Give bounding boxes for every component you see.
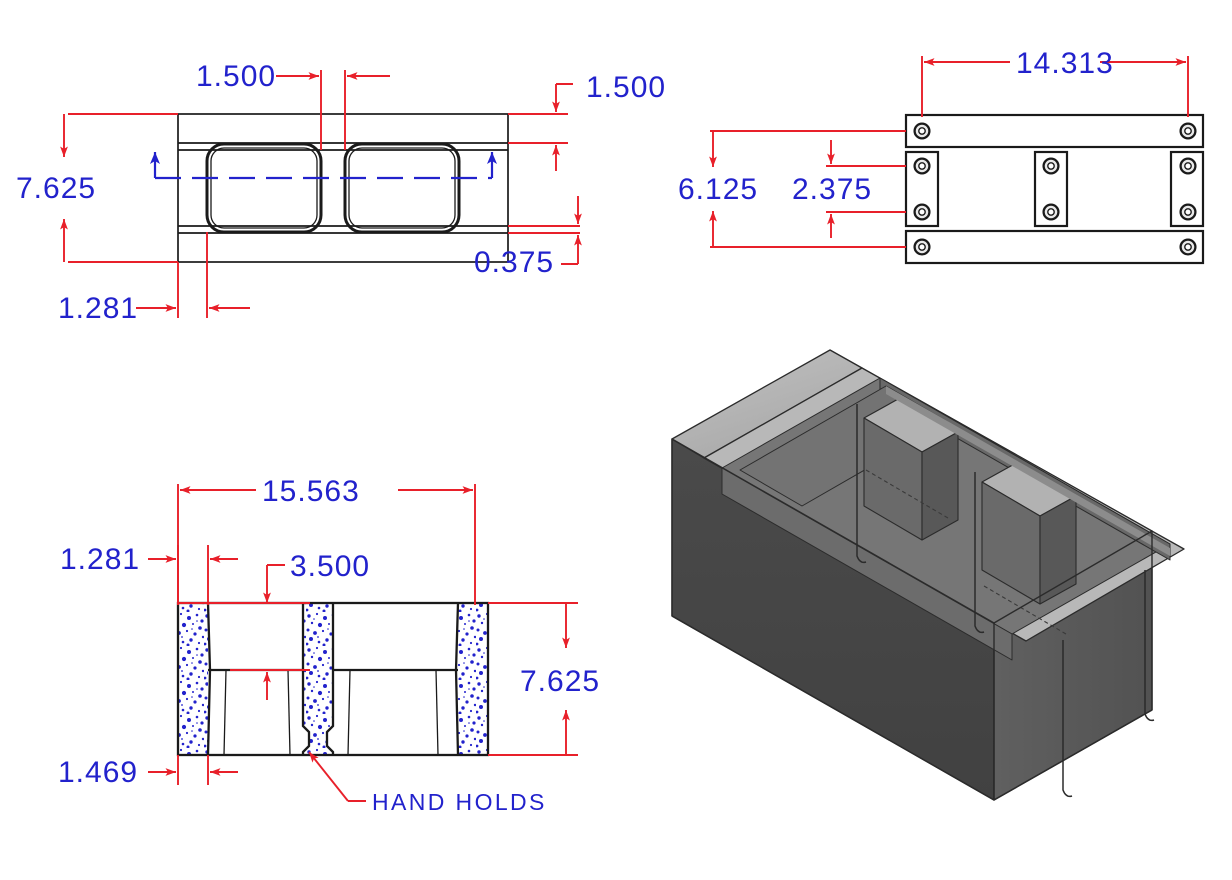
iso-web-face-right bbox=[921, 431, 959, 541]
dim-section-overall-height bbox=[488, 602, 578, 756]
isometric-view bbox=[671, 349, 1185, 801]
section-hatch-left-wall bbox=[178, 603, 208, 755]
hole bbox=[1042, 203, 1060, 221]
dim-plan-end-wall bbox=[508, 83, 573, 171]
hand-holds-leader bbox=[308, 751, 366, 802]
dim-section-web-depth bbox=[178, 564, 310, 700]
dim-value-plan-end-thickness: 1.281 bbox=[58, 292, 138, 325]
dim-value-section-web-depth: 3.500 bbox=[290, 550, 370, 583]
hole bbox=[913, 203, 931, 221]
dim-plan-overall-height bbox=[60, 113, 178, 263]
plate-bar-vertical-right bbox=[1169, 150, 1205, 228]
plan-view: 1.500 1.500 7.625 0.375 bbox=[16, 60, 666, 325]
dim-bottom-inner-depth bbox=[826, 140, 906, 238]
plate-bar-vertical-middle bbox=[1033, 150, 1069, 228]
bottom-plate-view: 14.313 6.125 2.375 bbox=[678, 47, 1205, 265]
hand-holds-label: HAND HOLDS bbox=[372, 789, 547, 815]
dim-value-section-overall-height: 7.625 bbox=[520, 665, 600, 698]
dim-value-plan-overall-height: 7.625 bbox=[16, 172, 96, 205]
iso-rear-shelf bbox=[886, 386, 1170, 556]
dim-section-web-thickness bbox=[148, 755, 238, 785]
hole bbox=[1179, 157, 1197, 175]
section-hatch-right-wall bbox=[458, 603, 488, 755]
hole bbox=[1042, 157, 1060, 175]
dim-value-plan-web-width: 1.500 bbox=[196, 60, 276, 93]
plate-bar-vertical-left bbox=[904, 150, 940, 228]
dim-value-bottom-overall-length: 14.313 bbox=[1016, 47, 1114, 80]
iso-edge-highlights bbox=[671, 438, 1153, 801]
section-view: 15.563 1.281 3.500 7.625 bbox=[58, 475, 600, 815]
hole bbox=[913, 157, 931, 175]
hole bbox=[1179, 203, 1197, 221]
dim-value-section-web-thickness: 1.469 bbox=[58, 756, 138, 789]
hole bbox=[913, 122, 931, 140]
dim-section-end-wall bbox=[148, 545, 238, 605]
plate-bar-bottom bbox=[904, 229, 1205, 265]
section-hatch-center-web bbox=[303, 603, 333, 755]
plan-cell-right bbox=[343, 142, 461, 234]
dim-bottom-overall-length bbox=[921, 56, 1189, 117]
section-interior-lines bbox=[223, 669, 439, 756]
hole bbox=[1179, 122, 1197, 140]
plan-cell-left bbox=[205, 142, 323, 234]
dim-value-bottom-overall-depth: 6.125 bbox=[678, 173, 758, 206]
dim-plan-web-width bbox=[276, 70, 390, 150]
dim-value-section-overall-length: 15.563 bbox=[262, 475, 360, 508]
dim-value-plan-face-shell: 0.375 bbox=[474, 246, 554, 279]
hole bbox=[1179, 238, 1197, 256]
dim-value-bottom-inner-depth: 2.375 bbox=[792, 173, 872, 206]
dim-value-plan-end-wall: 1.500 bbox=[586, 71, 666, 104]
section-cutting-plane bbox=[150, 152, 497, 180]
dim-plan-face-shell bbox=[508, 196, 582, 265]
iso-web2-face-right bbox=[1039, 495, 1077, 605]
iso-hidden-edges bbox=[865, 469, 1067, 635]
plate-bar-top bbox=[904, 113, 1205, 149]
section-outline bbox=[176, 601, 490, 757]
dim-plan-end-thickness bbox=[136, 232, 250, 318]
hole bbox=[913, 238, 931, 256]
dim-value-section-end-wall: 1.281 bbox=[60, 543, 140, 576]
dim-bottom-overall-depth bbox=[709, 130, 906, 248]
